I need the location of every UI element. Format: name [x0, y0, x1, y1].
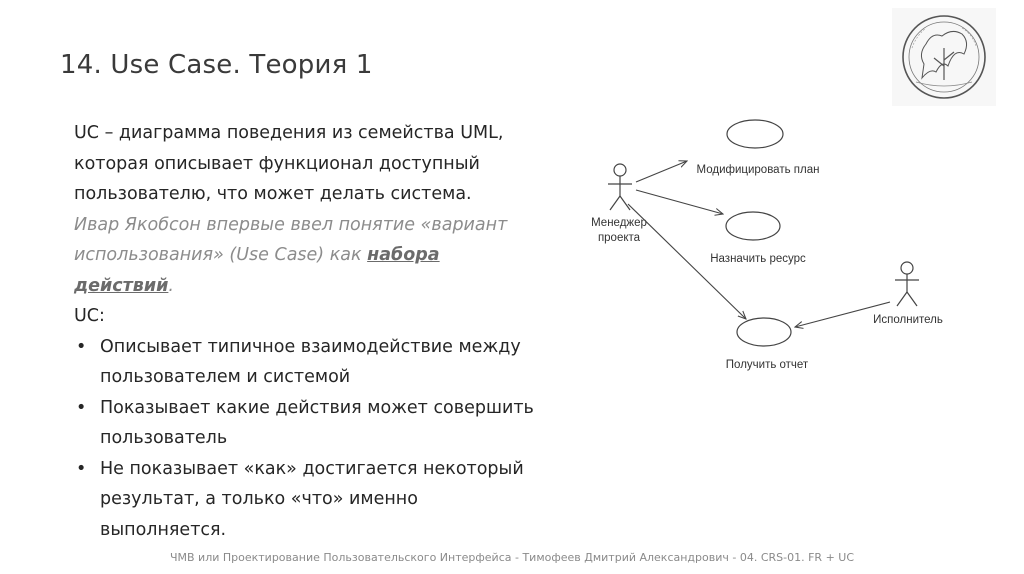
bullet-item: Не показывает «как» достигается некоторы…: [74, 454, 544, 546]
jacobson-note-suffix: .: [168, 275, 174, 296]
actor-executor-figure: [895, 261, 919, 307]
association-arrow-executor-report: [795, 301, 891, 327]
bullet-line-1: Показывает какие действия может совершит…: [100, 397, 534, 418]
actor-executor-label: Исполнитель: [873, 314, 943, 326]
bullet-item: Описывает типичное взаимодействие между п…: [74, 332, 544, 393]
uc-label: UC:: [74, 306, 105, 326]
uc-bullet-list: Описывает типичное взаимодействие между п…: [74, 332, 544, 546]
jacobson-note-prefix: использования» (Use Case) как: [74, 245, 368, 265]
use-case-2-label: Назначить ресурс: [710, 253, 806, 265]
slide-footer: ЧМВ или Проектирование Пользовательского…: [169, 551, 855, 564]
actor-manager-label-1: Менеджер: [591, 217, 647, 229]
jacobson-note-line-1: Ивар Якобсон впервые ввел понятие «вариа…: [74, 214, 508, 235]
bullet-line-2: результат, а только «что» именно выполня…: [100, 489, 418, 540]
use-case-2-ellipse: [725, 211, 781, 241]
use-case-1-label: Модифицировать план: [697, 164, 820, 176]
main-text-block: UC – диаграмма поведения из семейства UM…: [74, 118, 544, 545]
definition-line-2: которая описывает функционал доступный: [74, 153, 480, 174]
use-case-3-label: Получить отчет: [726, 359, 809, 371]
set-of-actions-term: набора действий: [74, 245, 440, 296]
association-arrow-get-report: [627, 203, 746, 319]
use-case-diagram: Менеджер проекта Исполнитель Модифициров…: [591, 119, 943, 371]
definition-line-1: UC – диаграмма поведения из семейства UM…: [74, 123, 504, 143]
bullet-item: Показывает какие действия может совершит…: [74, 393, 544, 454]
bullet-line-1: Не показывает «как» достигается некоторы…: [100, 458, 524, 479]
association-arrow-modify-plan: [635, 161, 687, 183]
slide-title: 14. Use Case. Теория 1: [60, 50, 373, 80]
bullet-line-2: пользователем и системой: [100, 367, 351, 387]
jacobson-note-line-2: использования» (Use Case) как набора дей…: [74, 240, 544, 301]
university-logo: [892, 8, 996, 106]
definition-line-3: пользователю, что может делать система.: [74, 184, 472, 204]
bullet-line-2: пользователь: [100, 428, 228, 448]
actor-manager-figure: [608, 163, 632, 211]
use-case-1-ellipse: [726, 119, 784, 149]
bullet-line-1: Описывает типичное взаимодействие между: [100, 336, 521, 357]
use-case-3-ellipse: [736, 317, 792, 347]
association-arrow-assign-resource: [635, 189, 723, 214]
actor-manager-label-2: проекта: [598, 232, 641, 244]
